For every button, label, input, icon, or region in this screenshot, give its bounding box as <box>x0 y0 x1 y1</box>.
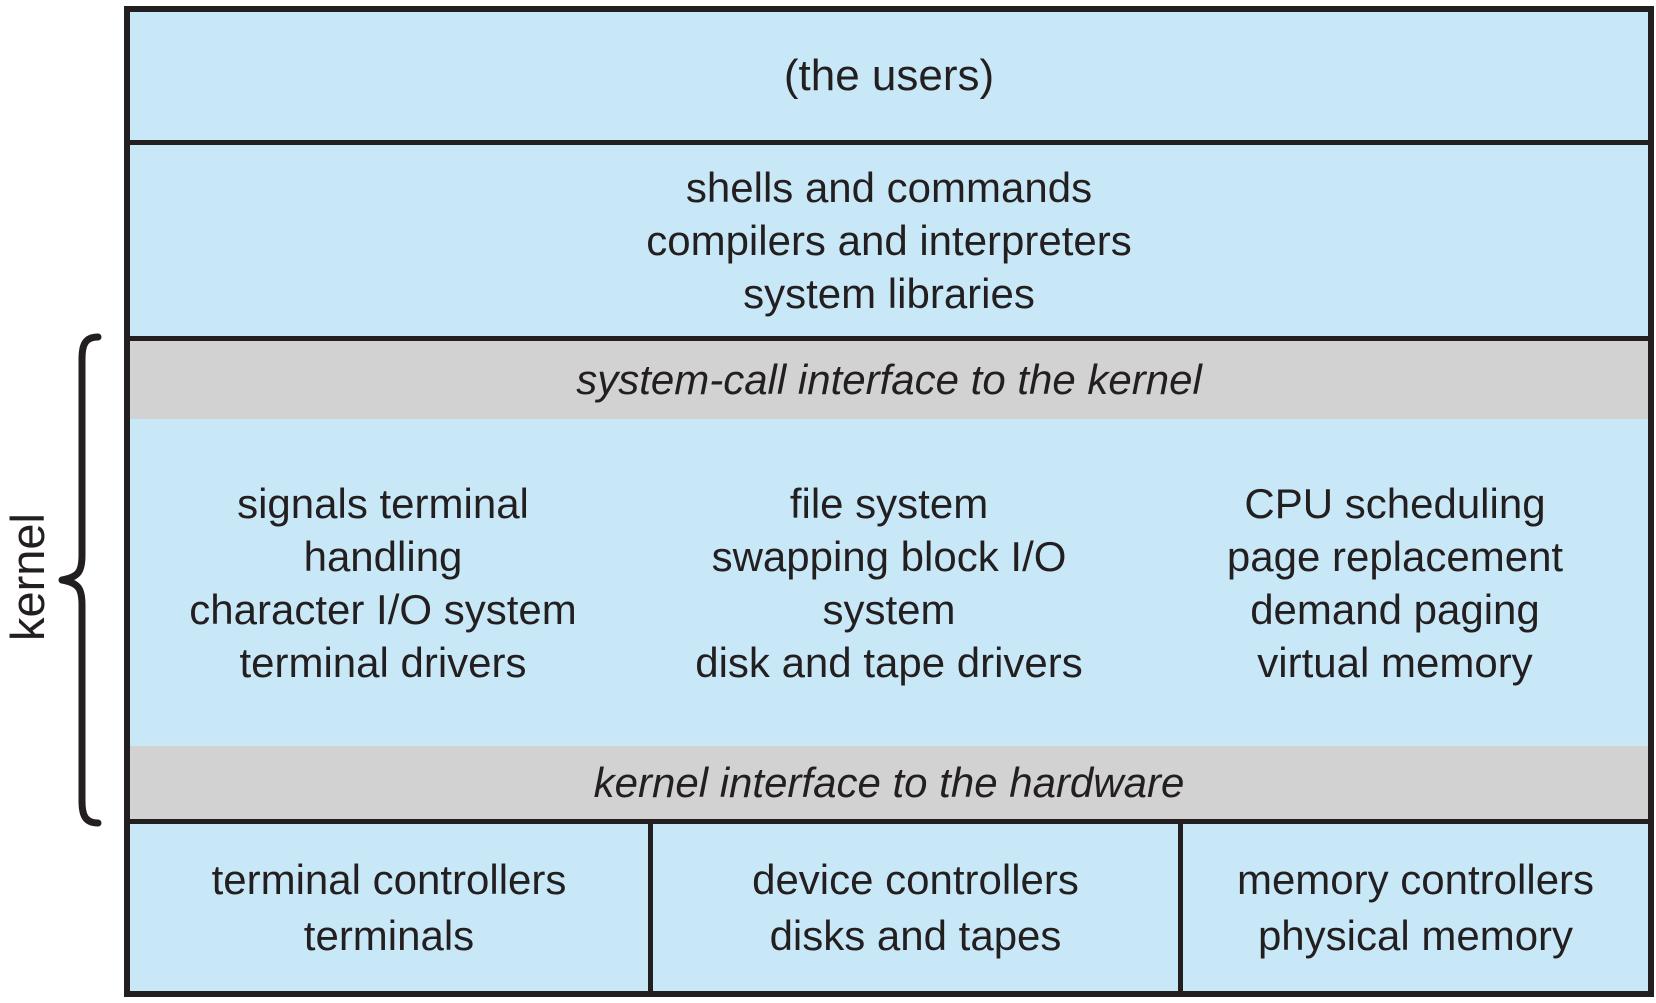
kernel-column-line: character I/O system <box>189 585 577 633</box>
hardware-cell-line: terminal controllers <box>211 855 567 903</box>
hardware-cell-line: disks and tapes <box>769 911 1062 959</box>
kernel-column-line: disk and tape drivers <box>695 638 1083 686</box>
hardware-cell-disks: device controllers disks and tapes <box>653 824 1183 991</box>
hardware-cell-terminals: terminal controllers terminals <box>130 824 653 991</box>
kernel-column-line: CPU scheduling <box>1244 479 1546 527</box>
user-programs-layer: shells and commands compilers and interp… <box>130 145 1648 336</box>
users-layer: (the users) <box>130 12 1648 145</box>
kernel-column-line: system <box>822 585 956 633</box>
syscall-interface-label: system-call interface to the kernel <box>576 356 1202 403</box>
hardware-layer: terminal controllers terminals device co… <box>130 824 1648 991</box>
hardware-cell-line: device controllers <box>752 855 1079 903</box>
kernel-layer: signals terminal handling character I/O … <box>130 419 1648 746</box>
syscall-interface-bar: system-call interface to the kernel <box>130 336 1648 419</box>
kernel-column-line: page replacement <box>1226 532 1564 580</box>
kernel-column-line: terminal drivers <box>239 638 527 686</box>
kernel-column-line: virtual memory <box>1257 638 1533 686</box>
hardware-interface-bar: kernel interface to the hardware <box>130 746 1648 824</box>
hardware-cell-memory: memory controllers physical memory <box>1183 824 1648 991</box>
hardware-cell-line: memory controllers <box>1236 855 1595 903</box>
kernel-column-line: handling <box>303 532 463 580</box>
kernel-column-line: file system <box>789 479 989 527</box>
user-programs-line: compilers and interpreters <box>646 217 1132 264</box>
system-layers-box: (the users) shells and commands compiler… <box>124 6 1654 997</box>
kernel-brace <box>58 333 102 827</box>
kernel-column-terminal-io: signals terminal handling character I/O … <box>130 419 636 746</box>
hardware-interface-label: kernel interface to the hardware <box>593 758 1185 806</box>
kernel-column-line: signals terminal <box>237 479 529 527</box>
kernel-column-line: swapping block I/O <box>711 532 1067 580</box>
users-label: (the users) <box>783 51 995 100</box>
hardware-cell-line: terminals <box>303 911 475 959</box>
kernel-column-line: demand paging <box>1250 585 1540 633</box>
hardware-cell-line: physical memory <box>1257 911 1574 959</box>
user-programs-line: system libraries <box>743 270 1035 317</box>
user-programs-line: shells and commands <box>685 164 1093 211</box>
kernel-brace-label: kernel <box>1 513 54 642</box>
kernel-column-file-system: file system swapping block I/O system di… <box>636 419 1142 746</box>
kernel-column-cpu-memory: CPU scheduling page replacement demand p… <box>1142 419 1648 746</box>
